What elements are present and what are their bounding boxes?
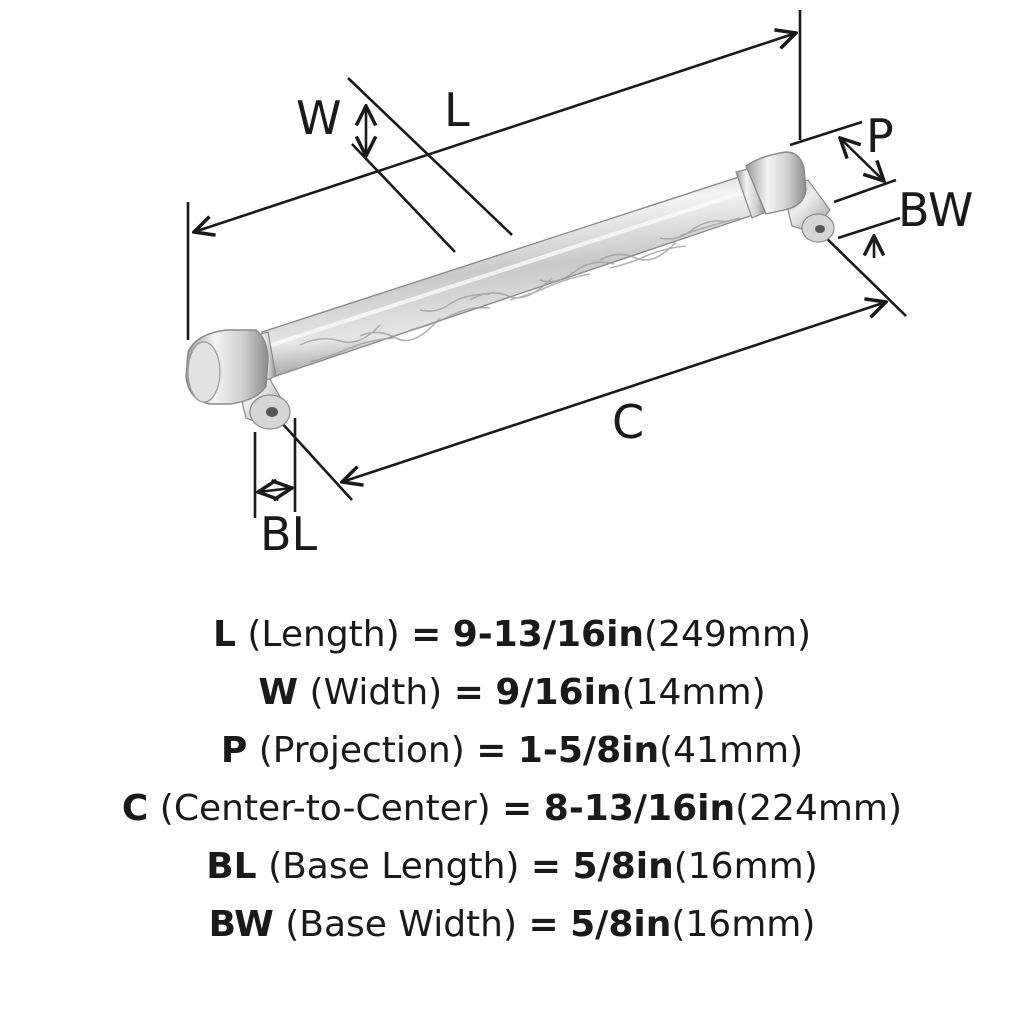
width-extension-top — [347, 77, 513, 236]
right-end-cap — [745, 151, 807, 215]
left-screw-hole — [266, 407, 278, 417]
projection-extension-top — [789, 120, 863, 147]
spec-metric: (16mm) — [673, 846, 818, 887]
label-center: C — [612, 395, 644, 449]
spec-imperial: 9/16in — [495, 672, 622, 713]
length-dimension-line — [194, 33, 796, 232]
spec-equals: = — [530, 846, 562, 887]
label-projection: P — [866, 109, 894, 163]
spec-metric: (14mm) — [621, 672, 766, 713]
spec-width: W (Width) = 9/16in(14mm) — [0, 664, 1024, 722]
base-width-extension-bottom — [837, 216, 901, 240]
spec-code: BL — [206, 846, 257, 887]
dimension-specs: L (Length) = 9-13/16in(249mm) W (Width) … — [0, 606, 1024, 954]
spec-code: BW — [208, 904, 274, 945]
pull-handle — [185, 151, 835, 430]
spec-imperial: 9-13/16in — [452, 614, 645, 655]
width-extension-bottom — [351, 143, 456, 253]
spec-imperial: 5/8in — [572, 846, 674, 887]
dimension-lines — [186, 10, 907, 518]
projection-extension-bottom — [833, 178, 897, 204]
hammered-texture — [299, 217, 741, 363]
spec-equals: = — [476, 730, 507, 771]
spec-code: C — [121, 788, 149, 829]
spec-code: W — [258, 672, 299, 713]
label-length: L — [444, 83, 470, 137]
right-centerline — [817, 229, 907, 317]
left-cap-face — [187, 341, 221, 403]
label-base-length: BL — [260, 507, 318, 561]
spec-name: (Width) — [309, 672, 443, 713]
spec-code: L — [212, 614, 236, 655]
spec-metric: (249mm) — [644, 614, 811, 655]
spec-base-width: BW (Base Width) = 5/8in(16mm) — [0, 896, 1024, 954]
handle-bar — [261, 175, 757, 379]
spec-metric: (16mm) — [671, 904, 816, 945]
spec-name: (Length) — [247, 614, 400, 655]
spec-metric: (41mm) — [659, 730, 804, 771]
base-length-dimension-line — [258, 488, 292, 492]
spec-length: L (Length) = 9-13/16in(249mm) — [0, 606, 1024, 664]
spec-equals: = — [528, 904, 559, 945]
spec-center-to-center: C (Center-to-Center) = 8-13/16in(224mm) — [0, 780, 1024, 838]
bar-highlight — [267, 190, 745, 348]
spec-equals: = — [502, 788, 533, 829]
spec-imperial: 1-5/8in — [517, 730, 660, 771]
projection-dimension-line — [840, 138, 884, 181]
spec-name: (Projection) — [258, 730, 465, 771]
spec-equals: = — [411, 614, 442, 655]
spec-equals: = — [453, 672, 484, 713]
label-base-width: BW — [898, 183, 973, 237]
spec-projection: P (Projection) = 1-5/8in(41mm) — [0, 722, 1024, 780]
spec-name: (Base Length) — [268, 846, 520, 887]
spec-imperial: 8-13/16in — [543, 788, 736, 829]
spec-name: (Base Width) — [285, 904, 518, 945]
spec-code: P — [220, 730, 248, 771]
spec-metric: (224mm) — [735, 788, 903, 829]
right-screw-hole — [815, 225, 825, 233]
spec-name: (Center-to-Center) — [159, 788, 491, 829]
pull-handle-diagram: L W P BW C BL — [185, 10, 973, 561]
label-width: W — [296, 91, 341, 145]
spec-base-length: BL (Base Length) = 5/8in(16mm) — [0, 838, 1024, 896]
spec-imperial: 5/8in — [570, 904, 672, 945]
center-dimension-line — [342, 302, 886, 482]
